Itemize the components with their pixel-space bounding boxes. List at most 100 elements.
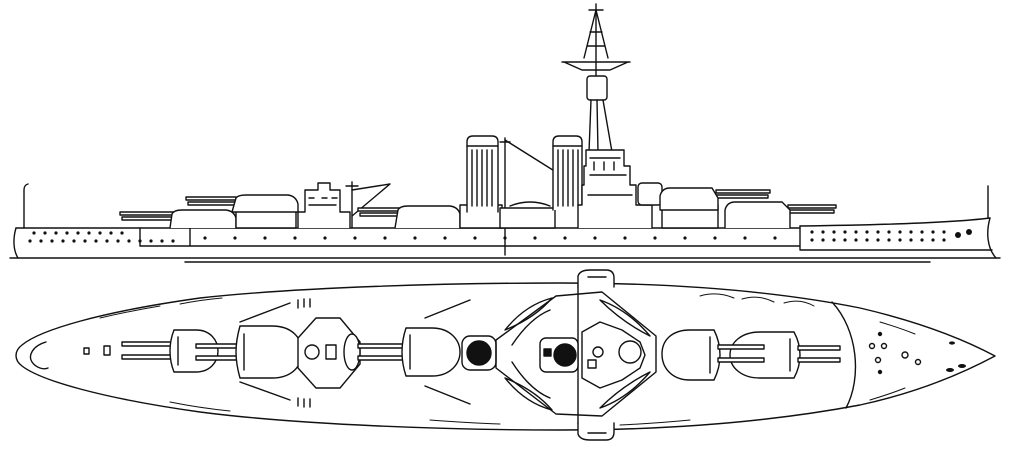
gun-barrel [797, 345, 841, 351]
boat-chocks [511, 309, 551, 399]
porthole [843, 230, 847, 234]
porthole [293, 236, 297, 240]
bridge-windows [587, 157, 633, 196]
porthole [821, 238, 825, 242]
fore-funnel-profile [552, 135, 583, 211]
porthole [931, 238, 935, 242]
boat-davits [297, 298, 311, 408]
gun-barrel [187, 201, 237, 206]
turret-roof [401, 327, 461, 377]
ships-boat [343, 333, 361, 371]
porthole [65, 231, 69, 235]
porthole [28, 239, 32, 243]
porthole [920, 230, 924, 234]
porthole [233, 236, 237, 240]
turret-house [724, 201, 791, 229]
boat-deck-profile [499, 201, 556, 229]
porthole [105, 239, 109, 243]
porthole [109, 231, 113, 235]
porthole [653, 236, 657, 240]
porthole [263, 236, 267, 240]
gun-barrel [359, 212, 401, 217]
turret-b-profile [659, 187, 771, 229]
porthole [920, 238, 924, 242]
porthole [87, 231, 91, 235]
gun-barrel [357, 355, 407, 361]
turret-b-plan [661, 329, 765, 381]
turret-house [169, 209, 237, 229]
capstan [880, 342, 888, 350]
porthole [898, 230, 902, 234]
porthole [810, 230, 814, 234]
forecastle-break-line [831, 301, 857, 409]
capstan [868, 342, 876, 350]
porthole [854, 230, 858, 234]
ships-boat [599, 299, 651, 337]
porthole [61, 239, 65, 243]
stern-fitting [83, 347, 90, 355]
turret-house [394, 205, 461, 229]
mainmast [499, 137, 557, 256]
porthole [898, 238, 902, 242]
hawse-pipes [955, 229, 972, 238]
stern-profile [13, 227, 19, 259]
plan-view [15, 269, 996, 441]
aft-hatch [325, 344, 337, 360]
funnel-grille [557, 149, 579, 207]
gun-barrel [715, 194, 769, 199]
boat-deckhouse [499, 207, 556, 229]
turret-a-profile [724, 201, 837, 229]
porthole [887, 230, 891, 234]
porthole [865, 238, 869, 242]
gun-barrel [797, 357, 841, 363]
porthole [116, 239, 120, 243]
bridge-wings [577, 269, 615, 441]
bollard [877, 369, 883, 375]
gun-barrel [121, 354, 173, 360]
porthole [832, 230, 836, 234]
bridge-superstructure [577, 149, 663, 229]
stern-flagstaff [23, 183, 29, 229]
rangefinder-tower [618, 340, 642, 364]
porthole [623, 236, 627, 240]
porthole [865, 230, 869, 234]
side-profile-view [9, 3, 1001, 263]
porthole [98, 231, 102, 235]
porthole [931, 230, 935, 234]
aft-deckhouse-roof [297, 317, 361, 389]
porthole [39, 239, 43, 243]
porthole [473, 236, 477, 240]
stern-inner-curve [29, 341, 49, 370]
bow-stem [987, 217, 997, 259]
porthole [138, 239, 142, 243]
fore-funnel-plan [539, 337, 579, 373]
porthole [50, 239, 54, 243]
bridge-tower [577, 149, 653, 229]
boat-derrick [504, 139, 557, 173]
gun-barrel [195, 343, 239, 349]
turret-roof [661, 329, 721, 381]
deckhouse-windows [308, 197, 338, 206]
turret-q-plan [357, 299, 471, 405]
hawse-pipe [955, 232, 961, 238]
casemate-band [139, 225, 993, 251]
vent-cowl [543, 348, 552, 357]
hull-edge-shading [99, 293, 916, 426]
porthole [203, 236, 207, 240]
porthole [323, 236, 327, 240]
gun-barrel [715, 189, 771, 194]
porthole [942, 238, 946, 242]
porthole [160, 239, 164, 243]
porthole [832, 238, 836, 242]
porthole [353, 236, 357, 240]
gun-barrel [121, 216, 175, 221]
funnel-uptake [466, 340, 492, 366]
porthole [821, 230, 825, 234]
porthole [83, 239, 87, 243]
porthole [810, 238, 814, 242]
porthole [120, 231, 124, 235]
aft-superstructure-plan [297, 298, 361, 408]
bridge-deck [581, 321, 646, 389]
